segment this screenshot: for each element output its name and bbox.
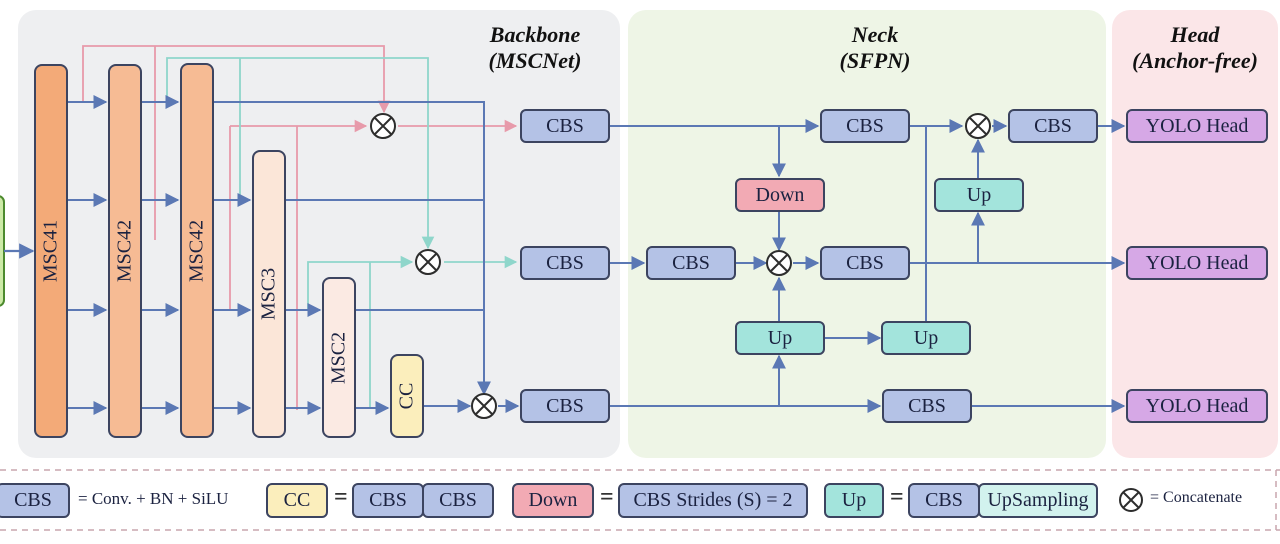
legend-cbs-definition: = Conv. + BN + SiLU: [78, 489, 229, 508]
neck-cbs-mid-right: CBS: [820, 246, 910, 280]
legend-down-block: Down: [512, 483, 594, 518]
head-title-text: Head: [1170, 22, 1220, 47]
pink-skip-lines: [82, 45, 518, 410]
msc41-block: MSC41: [34, 64, 68, 438]
backbone-title: Backbone (MSCNet): [460, 22, 610, 74]
legend-up-block: Up: [824, 483, 884, 518]
msc3-label: MSC3: [257, 267, 280, 321]
neck-up-middle: Up: [881, 321, 971, 355]
msc41-label: MSC41: [39, 219, 62, 283]
head-title: Head (Anchor-free): [1112, 22, 1278, 74]
concat-icon-backbone-mid: [415, 249, 441, 275]
neck-title: Neck (SFPN): [800, 22, 950, 74]
neck-up-right: Up: [934, 178, 1024, 212]
teal-skip-lines: [166, 57, 518, 408]
neck-cbs-mid-left: CBS: [646, 246, 736, 280]
neck-down-block: Down: [735, 178, 825, 212]
concat-icon-backbone-bottom: [471, 393, 497, 419]
msc42-block-2: MSC42: [180, 63, 214, 438]
head-subtitle-text: (Anchor-free): [1132, 48, 1258, 73]
msc42-label-1: MSC42: [113, 219, 136, 283]
neck-title-text: Neck: [851, 22, 899, 47]
yolo-head-top: YOLO Head: [1126, 109, 1268, 143]
neck-flow-lines: [610, 119, 1126, 413]
msc3-block: MSC3: [252, 150, 286, 438]
legend-up-equals: =: [890, 484, 904, 510]
neck-cbs-top: CBS: [820, 109, 910, 143]
neck-subtitle-text: (SFPN): [839, 48, 911, 73]
legend-cbs-block: CBS: [0, 483, 70, 518]
msc42-block-1: MSC42: [108, 64, 142, 438]
backbone-panel: [18, 10, 620, 458]
concat-nodes: [370, 113, 991, 419]
yolo-head-mid: YOLO Head: [1126, 246, 1268, 280]
legend-down-equals: =: [600, 484, 614, 510]
neck-panel: [628, 10, 1106, 458]
concat-icon-neck-mid: [766, 250, 792, 276]
msc2-block: MSC2: [322, 277, 356, 438]
cc-block: CC: [390, 354, 424, 438]
legend-down-definition: CBS Strides (S) = 2: [618, 483, 808, 518]
msc2-label: MSC2: [327, 331, 350, 384]
cc-label: CC: [395, 382, 418, 410]
legend-cc-equals: =: [334, 484, 348, 510]
concat-icon-backbone-top: [370, 113, 396, 139]
neck-up-left: Up: [735, 321, 825, 355]
legend-concat-definition: = Concatenate: [1150, 489, 1243, 506]
concat-legend-icon: [1119, 488, 1143, 512]
legend-cc-part-1: CBS: [352, 483, 424, 518]
legend-cc-part-2: CBS: [422, 483, 494, 518]
legend-up-part-cbs: CBS: [908, 483, 980, 518]
yolo-head-bottom: YOLO Head: [1126, 389, 1268, 423]
input-block: [0, 195, 5, 307]
legend-up-part-upsampling: UpSampling: [978, 483, 1098, 518]
backbone-cbs-mid: CBS: [520, 246, 610, 280]
legend-cc-block: CC: [266, 483, 328, 518]
msc42-label-2: MSC42: [185, 219, 208, 282]
neck-cbs-top-right: CBS: [1008, 109, 1098, 143]
backbone-subtitle-text: (MSCNet): [488, 48, 582, 73]
backbone-flow-lines: [66, 95, 520, 415]
backbone-title-text: Backbone: [489, 22, 581, 47]
concat-icon-neck-top: [965, 113, 991, 139]
backbone-cbs-bottom: CBS: [520, 389, 610, 423]
neck-cbs-bottom: CBS: [882, 389, 972, 423]
backbone-cbs-top: CBS: [520, 109, 610, 143]
